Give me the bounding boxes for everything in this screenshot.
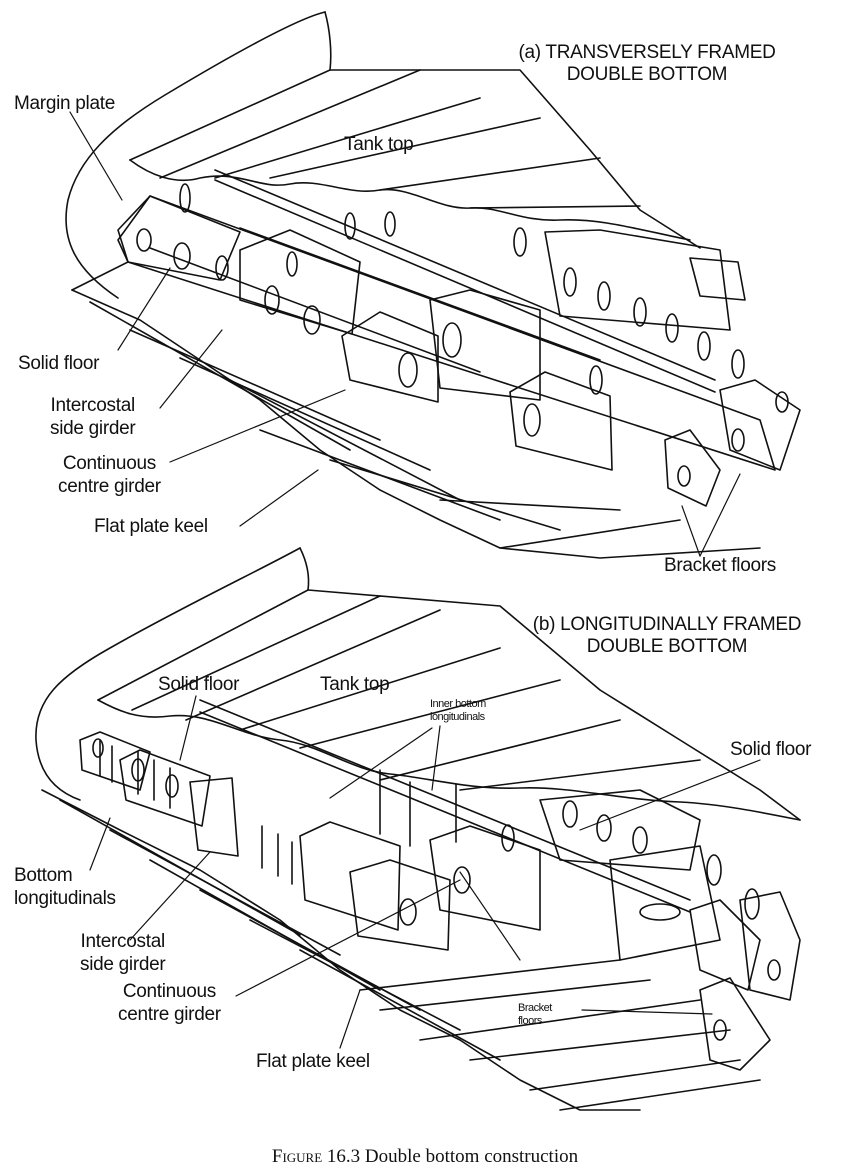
label-bottom-longitudinals: Bottom longitudinals bbox=[14, 865, 116, 909]
label-continuous-a: Continuous centre girder bbox=[58, 453, 161, 497]
title-a: (a) TRANSVERSELY FRAMED DOUBLE BOTTOM bbox=[518, 42, 776, 85]
floors-b bbox=[80, 732, 800, 1070]
side-shell bbox=[66, 12, 325, 298]
label-continuous-b: Continuous centre girder bbox=[118, 981, 221, 1025]
centre-girder-b bbox=[200, 700, 690, 900]
label-inner-bottom-longitudinals: Inner bottom longitudinals bbox=[430, 698, 486, 723]
tank-top-plate-b bbox=[308, 590, 800, 820]
title-b: (b) LONGITUDINALLY FRAMED DOUBLE BOTTOM bbox=[532, 614, 802, 657]
transverse-drawing bbox=[66, 12, 800, 558]
caption-text: Double bottom construction bbox=[364, 1146, 579, 1167]
label-solid-floor-a: Solid floor bbox=[18, 353, 100, 374]
figure-caption: Figure 16.3 Double bottom construction bbox=[0, 1146, 850, 1168]
longitudinal-drawing bbox=[36, 548, 800, 1110]
cut-edge bbox=[130, 160, 690, 240]
label-intercostal-a: Intercostal side girder bbox=[50, 395, 136, 439]
label-solid-floor-b-right: Solid floor bbox=[730, 739, 812, 760]
side-shell-b bbox=[36, 548, 300, 800]
label-flat-plate-keel-a: Flat plate keel bbox=[94, 516, 208, 537]
label-bracket-floors-b: Bracket floors bbox=[518, 1002, 552, 1027]
floors bbox=[118, 196, 800, 506]
leaders bbox=[70, 112, 740, 556]
bottom-shell bbox=[72, 262, 760, 558]
label-bracket-floors-a: Bracket floors bbox=[664, 555, 776, 576]
cut-edge-b bbox=[98, 700, 800, 820]
centre-girder bbox=[215, 170, 715, 380]
slots-b bbox=[100, 740, 456, 884]
label-intercostal-b: Intercostal side girder bbox=[80, 931, 166, 975]
lightening-holes bbox=[137, 184, 788, 486]
tank-top-plate bbox=[330, 70, 700, 248]
leaders-b bbox=[90, 696, 760, 1048]
figure-number: Figure 16.3 bbox=[271, 1146, 361, 1167]
label-margin-plate: Margin plate bbox=[14, 93, 115, 114]
label-tank-top-a: Tank top bbox=[344, 134, 414, 155]
bottom-shell-b bbox=[42, 790, 760, 1110]
label-solid-floor-b-left: Solid floor bbox=[158, 674, 240, 695]
side-girder bbox=[150, 248, 480, 372]
label-tank-top-b: Tank top bbox=[320, 674, 390, 695]
label-flat-plate-keel-b: Flat plate keel bbox=[256, 1051, 370, 1072]
